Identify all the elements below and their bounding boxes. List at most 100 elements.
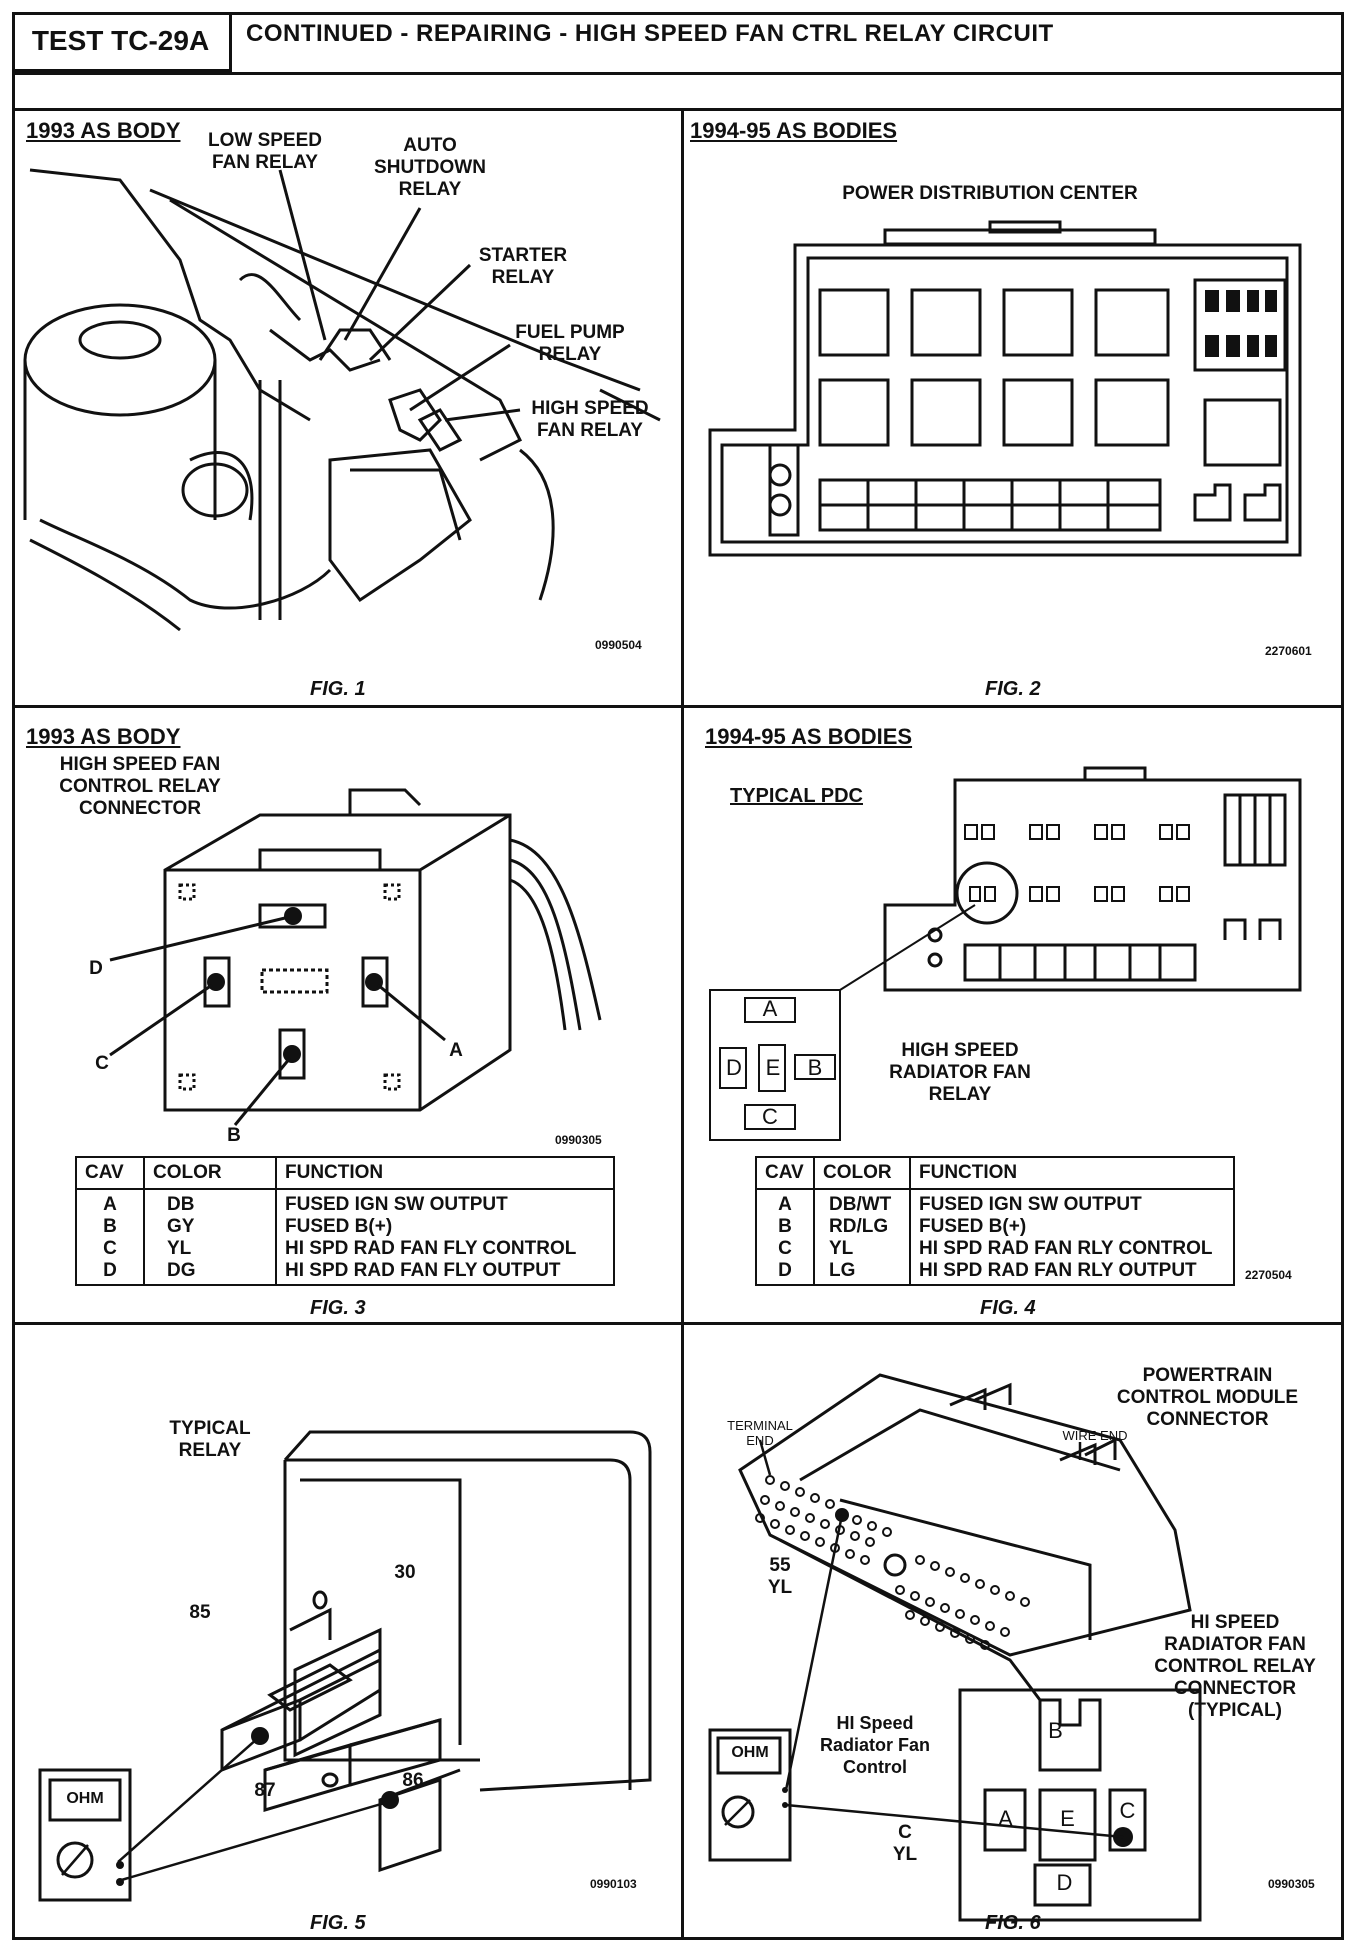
table-cell-function: HI SPD RAD FAN RLY CONTROL: [909, 1238, 1234, 1260]
fig1-heading: 1993 AS BODY: [26, 118, 181, 143]
fig1-label-low-speed: LOW SPEED FAN RELAY: [207, 130, 322, 173]
fig4-relay-label: HIGH SPEED RADIATOR FAN RELAY: [889, 1040, 1031, 1105]
fig5-code: 0990103: [590, 1877, 637, 1891]
fig5-terminal-87: 87: [254, 1780, 276, 1801]
fig4-pin-b: B: [807, 1055, 823, 1080]
test-id: TEST TC-29A: [12, 12, 232, 72]
fig6-wire-end: WIRE END: [1062, 1428, 1128, 1443]
fig3-connector-label: HIGH SPEED FAN CONTROL RELAY CONNECTOR: [59, 754, 221, 819]
table-cell-cav: A: [778, 1194, 792, 1215]
table-row: A DB/WT FUSED IGN SW OUTPUT: [756, 1189, 1234, 1216]
table-cell-cav: B: [778, 1216, 792, 1237]
table-cell-color: DB/WT: [813, 1189, 910, 1216]
fig6-pin-55-color: YL: [767, 1577, 793, 1598]
table-cell-function: FUSED IGN SW OUTPUT: [909, 1189, 1234, 1216]
fig3-pin-b: B: [227, 1125, 241, 1146]
fig6-relay-pin-b: B: [1048, 1718, 1063, 1743]
fig6-caption: FIG. 6: [985, 1912, 1041, 1934]
fig6-hi-speed-control: HI Speed Radiator Fan Control: [819, 1713, 930, 1777]
fig4-caption: FIG. 4: [980, 1297, 1036, 1319]
table-header-color: COLOR: [813, 1157, 910, 1190]
table-cell-function: HI SPD RAD FAN RLY OUTPUT: [909, 1260, 1234, 1285]
table-cell-cav: D: [103, 1260, 117, 1281]
table-cell-function: FUSED B(+): [275, 1216, 614, 1238]
table-row: C YL HI SPD RAD FAN FLY CONTROL: [76, 1238, 614, 1260]
table-cell-color: RD/LG: [813, 1216, 910, 1238]
fig5-terminal-86: 86: [402, 1770, 424, 1791]
table-row: A DB FUSED IGN SW OUTPUT: [76, 1189, 614, 1216]
fig6-pin-c-label: C: [898, 1822, 912, 1843]
fig4-pin-e: E: [765, 1055, 781, 1080]
fig5-caption: FIG. 5: [310, 1912, 366, 1934]
fig3-pin-a: A: [449, 1040, 463, 1061]
fig2-heading: 1994-95 AS BODIES: [690, 118, 898, 143]
column-divider: [681, 110, 684, 1940]
divider: [12, 1322, 1344, 1325]
fig5-ohm-label: OHM: [66, 1790, 104, 1807]
fig6-relay-pin-a: A: [998, 1806, 1013, 1831]
fig1-label-auto: AUTO SHUTDOWN RELAY: [374, 135, 486, 200]
table-cell-color: DB: [143, 1189, 276, 1216]
table-cell-cav: B: [103, 1216, 117, 1237]
fig6-terminal-end: TERMINAL END: [727, 1418, 793, 1448]
divider: [12, 705, 1344, 708]
table-cell-color: GY: [143, 1216, 276, 1238]
table-cell-cav: C: [103, 1238, 117, 1259]
fig1-caption: FIG. 1: [310, 678, 366, 700]
fig6-code: 0990305: [1268, 1877, 1315, 1891]
fig2-caption: FIG. 2: [985, 678, 1041, 700]
table-cell-cav: D: [778, 1260, 792, 1281]
fig3-pin-c: C: [95, 1053, 109, 1074]
fig6-relay-pin-e: E: [1060, 1806, 1075, 1831]
table-cell-color: YL: [143, 1238, 276, 1260]
fig4-pin-d: D: [726, 1055, 742, 1080]
fig1-label-fuel: FUEL PUMP RELAY: [515, 322, 625, 365]
table-cell-function: FUSED IGN SW OUTPUT: [275, 1189, 614, 1216]
table-header-cav: CAV: [756, 1157, 814, 1190]
fig1-label-high: HIGH SPEED FAN RELAY: [531, 398, 649, 441]
table-header-function: FUNCTION: [275, 1157, 614, 1190]
table-row: B RD/LG FUSED B(+): [756, 1216, 1234, 1238]
table-cell-function: HI SPD RAD FAN FLY CONTROL: [275, 1238, 614, 1260]
divider: [12, 108, 1344, 111]
fig6-pcm-label: POWERTRAIN CONTROL MODULE CONNECTOR: [1116, 1365, 1299, 1430]
fig5-terminal-85: 85: [189, 1602, 211, 1623]
table-cell-color: LG: [813, 1260, 910, 1285]
table-row: D DG HI SPD RAD FAN FLY OUTPUT: [76, 1260, 614, 1285]
table-cell-cav: C: [778, 1238, 792, 1259]
fig2-subtitle: POWER DISTRIBUTION CENTER: [842, 183, 1138, 204]
table-cell-color: DG: [143, 1260, 276, 1285]
fig4-pin-a: A: [762, 996, 778, 1021]
fig3-code: 0990305: [555, 1133, 602, 1147]
fig3-pin-d: D: [89, 958, 103, 979]
fig1-label-starter: STARTER RELAY: [478, 245, 568, 288]
fig6-ohm-label: OHM: [731, 1744, 769, 1761]
fig4-typical: TYPICAL PDC: [730, 785, 863, 807]
fig6-relay-pin-d: D: [1056, 1870, 1073, 1895]
table-cell-function: FUSED B(+): [909, 1216, 1234, 1238]
fig5-typical: TYPICAL RELAY: [169, 1418, 251, 1461]
fig4-code: 2270504: [1245, 1268, 1292, 1282]
fig3-heading: 1993 AS BODY: [26, 724, 181, 749]
table-header-cav: CAV: [76, 1157, 144, 1190]
fig6-relay-pin-c: C: [1119, 1798, 1136, 1823]
table-row: B GY FUSED B(+): [76, 1216, 614, 1238]
fig4-pin-c: C: [762, 1104, 778, 1129]
fig6-pin-c-color: YL: [892, 1844, 918, 1865]
fig2-code: 2270601: [1265, 644, 1312, 658]
divider: [12, 72, 1344, 75]
table-row: C YL HI SPD RAD FAN RLY CONTROL: [756, 1238, 1234, 1260]
fig4-cavity-table: CAV COLOR FUNCTION A DB/WT FUSED IGN SW …: [755, 1156, 1235, 1286]
fig3-caption: FIG. 3: [310, 1297, 366, 1319]
table-cell-color: YL: [813, 1238, 910, 1260]
fig4-heading: 1994-95 AS BODIES: [705, 724, 913, 749]
page-title: CONTINUED - REPAIRING - HIGH SPEED FAN C…: [246, 20, 1054, 47]
table-row: D LG HI SPD RAD FAN RLY OUTPUT: [756, 1260, 1234, 1285]
table-header-function: FUNCTION: [909, 1157, 1234, 1190]
